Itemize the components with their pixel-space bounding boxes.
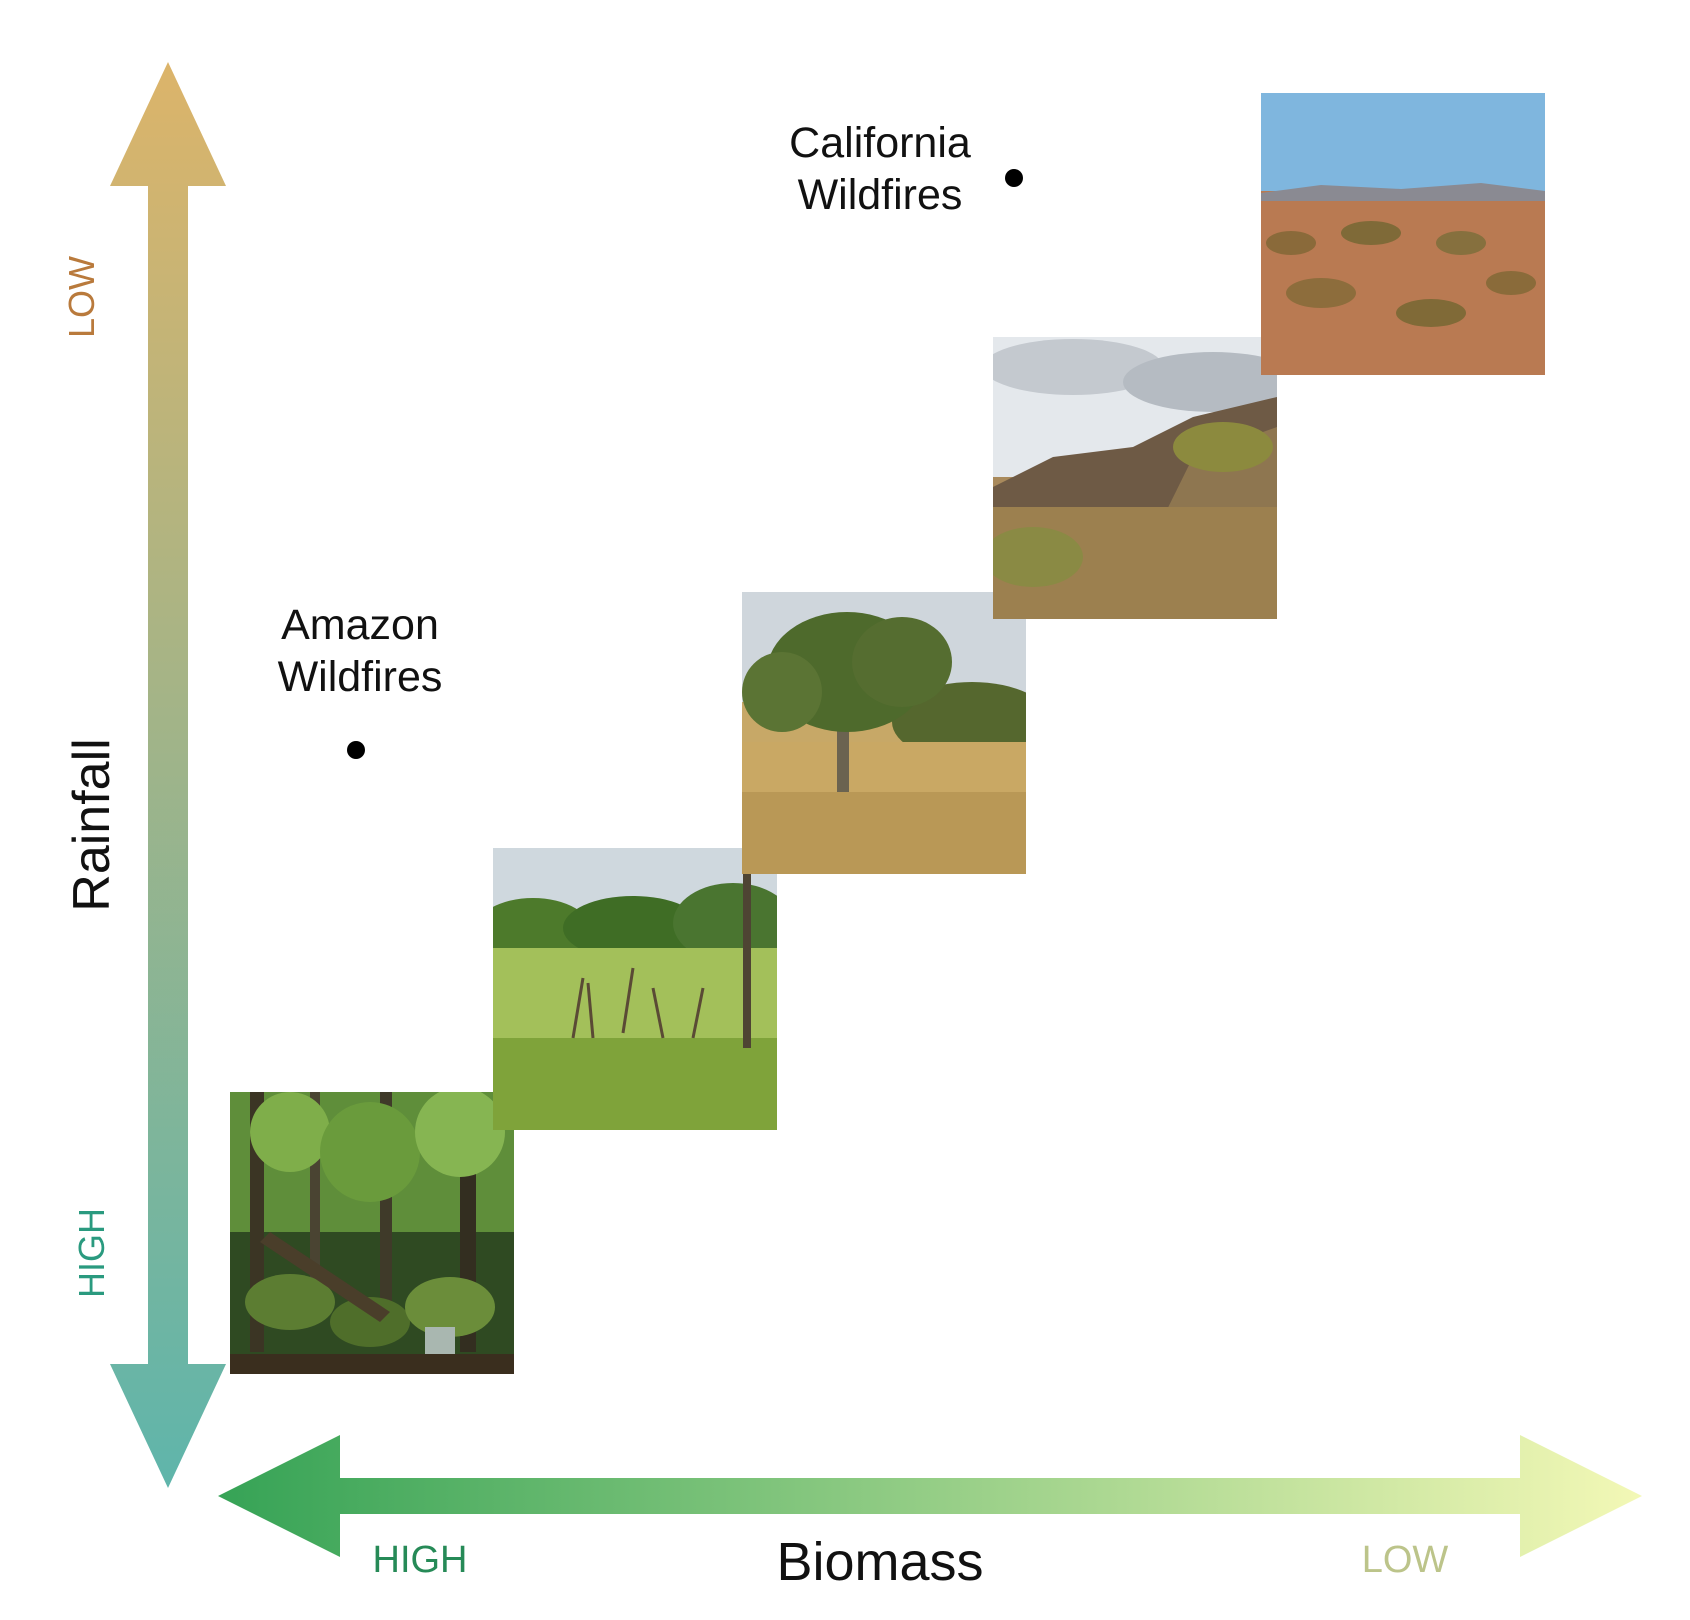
rainfall-axis-title: Rainfall (63, 738, 121, 912)
biomass-high-label: HIGH (372, 1539, 468, 1581)
amazon-wildfires-point (347, 741, 365, 759)
california-wildfires-label: California Wildfires (789, 119, 971, 219)
rocky-hillside-photo (993, 337, 1277, 619)
savanna-tree-photo (742, 592, 1026, 874)
biomass-axis-title: Biomass (776, 1532, 984, 1592)
rainfall-high-label: HIGH (71, 1208, 112, 1298)
rainfall-axis-arrow (110, 62, 226, 1488)
desert-photo (1261, 93, 1545, 375)
rainfall-low-label: LOW (61, 256, 102, 339)
biomass-low-label: LOW (1361, 1539, 1449, 1581)
california-wildfires-point (1005, 169, 1023, 187)
rainforest-photo (230, 1092, 514, 1374)
amazon-wildfires-label: Amazon Wildfires (277, 601, 443, 701)
biomass-axis-arrow (218, 1435, 1642, 1557)
grassland-photo (493, 848, 777, 1130)
